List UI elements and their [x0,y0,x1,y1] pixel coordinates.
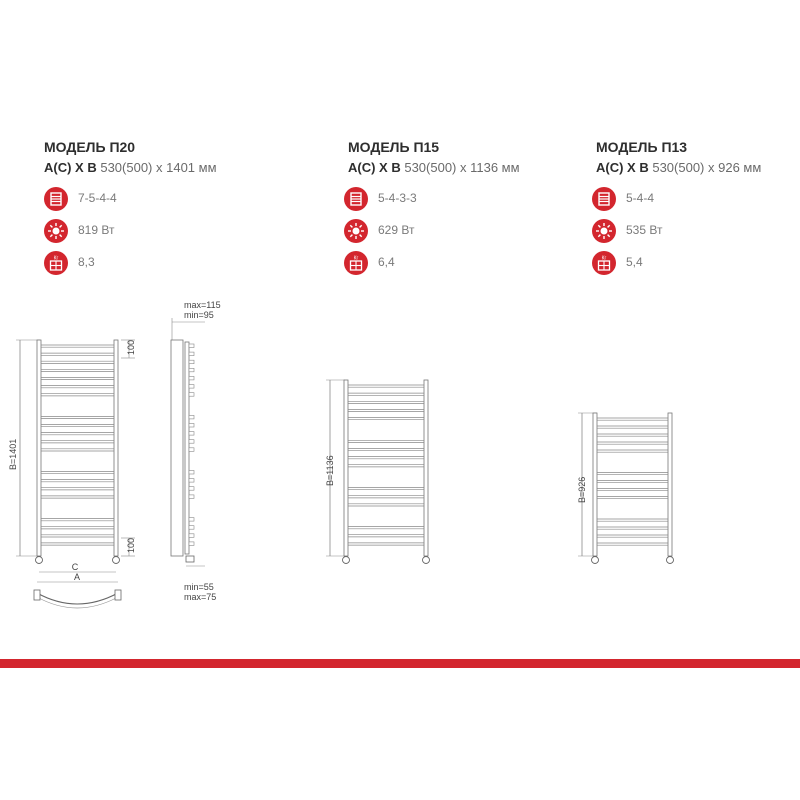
height-label: В=926 [577,477,587,503]
rail-side [188,367,195,373]
weight-unit: Кг [354,256,359,262]
rail-side [188,359,195,365]
depth-min-top: min=95 [184,310,214,320]
rail-side [188,470,195,475]
rail-side [188,423,195,428]
gap-bottom-label: 100 [126,538,136,553]
power-value: 535 Вт [626,223,663,237]
dims-label: А(С) Х В [596,160,649,175]
rail-side [188,343,195,348]
depth-max-top: max=115 [184,300,221,310]
rail-side [188,392,195,397]
rail-side [188,541,195,546]
model-title: МОДЕЛЬ П15 [348,139,440,155]
rail-side [188,431,195,436]
height-label: В=1401 [8,439,18,470]
sun-heat-icon [44,219,68,243]
depth-max-bottom: max=75 [184,592,216,602]
weight-value: 5,4 [626,255,643,269]
model-title: МОДЕЛЬ П20 [44,139,136,155]
rail-side [188,533,195,538]
rail-side [188,447,195,452]
height-label: В=1136 [325,455,335,486]
dims-value: 530(500) х 926 мм [652,160,762,175]
model-dimensions: А(С) Х В 530(500) х 1136 мм [348,160,520,175]
sun-heat-icon [344,219,368,243]
sections-value: 7-5-4-4 [78,191,117,205]
accent-divider-bar [0,659,800,668]
rail-side [188,351,195,356]
power-value: 629 Вт [378,223,415,237]
weight-kg-icon: Кг [592,251,616,275]
sections-icon [344,187,368,211]
rail-side [188,439,195,444]
rail-side [188,415,195,420]
sections-icon [592,187,616,211]
width-a-label: А [74,572,80,582]
drawing-p15-front: В=1136 [325,379,430,564]
weight-unit: Кг [54,256,59,262]
model-dimensions: А(С) Х В 530(500) х 1401 мм [44,160,217,175]
rail-side [188,517,195,522]
width-c-label: С [72,562,79,572]
rail-side [188,525,195,530]
weight-kg-icon: Кг [344,251,368,275]
depth-min-bottom: min=55 [184,582,214,592]
weight-value: 8,3 [78,255,95,269]
rail-side [188,494,195,499]
model-dimensions: А(С) Х В 530(500) х 926 мм [596,160,761,175]
sun-heat-icon [592,219,616,243]
dims-label: А(С) Х В [348,160,401,175]
weight-value: 6,4 [378,255,395,269]
rail-side [188,486,195,491]
gap-top-label: 100 [126,340,136,355]
power-value: 819 Вт [78,223,115,237]
drawing-p20-side: max=115 min=95 min=55 max=75 [170,300,221,602]
weight-unit: Кг [602,256,607,262]
dims-value: 530(500) х 1401 мм [100,160,217,175]
rail-side [188,376,195,381]
drawing-p13-front: В=926 [577,412,674,564]
drawing-p20-front: В=1401 100 100 С А [8,339,136,609]
dims-value: 530(500) х 1136 мм [404,160,520,175]
sections-value: 5-4-4 [626,191,655,205]
weight-kg-icon: Кг [44,251,68,275]
dims-label: А(С) Х В [44,160,97,175]
model-title: МОДЕЛЬ П13 [596,139,688,155]
rail-side [188,478,195,483]
rail-side [188,384,195,389]
sections-value: 5-4-3-3 [378,191,417,205]
sections-icon [44,187,68,211]
